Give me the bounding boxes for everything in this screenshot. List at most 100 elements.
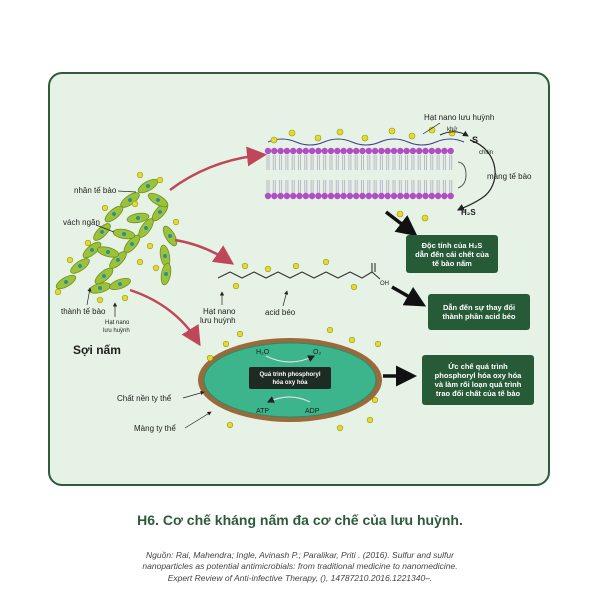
red-arrow-to-fatty-acid [174,238,235,265]
membrane-head [346,147,354,155]
hypha-cell [96,246,120,258]
nanoparticle [146,242,154,250]
membrane-head [302,147,309,155]
nanoparticle [322,258,330,266]
label-mang-te-bao: màng tế bào [487,172,532,181]
membrane-head [308,192,316,200]
membrane-head [441,147,448,155]
label-nano-top-leader [422,122,441,135]
membrane-head [409,192,417,200]
h2o-o2-arrow [265,355,316,363]
black-arrow-2 [391,285,427,307]
leader-acid-beo [282,290,289,307]
membrane-head [296,147,303,155]
membrane-head [422,192,429,200]
membrane-head [271,147,278,155]
nanoparticle [421,214,429,222]
nanoparticle [350,283,358,291]
nanoparticle [136,258,144,266]
leader-mang-ty-the [184,411,212,429]
nanoparticle [226,421,234,429]
membrane-head [346,192,354,200]
hypha-cell [104,205,124,223]
hypha-cell [147,192,169,208]
nanoparticle [206,354,214,362]
membrane-head [359,147,366,155]
membrane-head [371,192,379,200]
membrane-head [397,192,404,200]
cell-membrane-bilayer [264,138,465,200]
nanoparticle [172,218,180,226]
red-arrow-to-membrane [169,146,267,192]
membrane-head [441,192,448,200]
membrane-head [264,192,272,200]
hypha-cell [88,282,112,294]
membrane-head [334,147,341,155]
hypha-cell [93,223,111,241]
label-adp: ADP [305,408,320,415]
hypha-cell [126,212,150,224]
khu-arrow [439,130,469,137]
membrane-head [403,147,410,155]
hypha-cell [55,274,77,290]
membrane-head [416,147,423,155]
label-qt-1: Quá trình phosphoryl [260,372,321,378]
hypha-cell [137,178,159,194]
figure-caption: H6. Cơ chế kháng nấm đa cơ chế của lưu h… [137,512,463,528]
hypha-cell [94,267,114,285]
hypha-cell [82,241,102,259]
membrane-head [428,147,435,155]
membrane-head [384,147,391,155]
source-line-1: Nguồn: Rai, Mahendra; Ingle, Avinash P.;… [146,550,454,560]
nanoparticle [152,264,160,272]
membrane-head [359,192,366,200]
nanoparticle [326,326,334,334]
membrane-head [384,192,391,200]
membrane-head [327,192,335,200]
nanoparticle [264,265,272,273]
nanoparticle [314,134,322,142]
label-s: S [472,135,478,145]
membrane-head [434,147,442,155]
black-arrow-1 [384,210,418,237]
label-thanh-te-bao: thành tế bào [61,307,106,316]
membrane-head [315,147,322,155]
label-soi-nam: Sợi nấm [73,343,121,357]
figure-source: Nguồn: Rai, Mahendra; Ingle, Avinash P.;… [90,550,510,584]
hypha-cell [112,228,136,240]
hypha-cell [160,262,172,286]
membrane-head [390,147,398,155]
label-nano-mid-1: Hạt nano [203,307,236,316]
membrane-head [264,147,272,155]
membrane-head [365,147,372,155]
reduction-curve-arrow [456,139,496,211]
nanoparticle [270,136,278,144]
nanoparticle [101,204,109,212]
membrane-nanoparticles [270,126,456,222]
membrane-head [340,192,347,200]
nanoparticle [388,127,396,135]
membrane-head [409,147,417,155]
membrane-head [283,147,291,155]
source-line-2: nanoparticles as potential antimicrobial… [142,561,458,572]
nanoparticle [241,262,249,270]
membrane-head [321,192,328,200]
membrane-head [340,147,347,155]
label-oh: OH [380,281,389,287]
source-line-3: Expert Review of Anti-infective Therapy,… [167,572,433,583]
nanoparticle [131,200,139,208]
membrane-head [434,192,442,200]
membrane-head [321,147,328,155]
nanoparticle [236,330,244,338]
nanoparticle [136,171,144,179]
membrane-head [271,192,278,200]
label-chat-nen: Chất nền ty thể [117,394,172,403]
nanoparticle [371,396,379,404]
hypha-cell [109,277,131,291]
membrane-head [422,147,429,155]
nanoparticle [336,128,344,136]
leader-thanh-te-bao [86,287,92,306]
